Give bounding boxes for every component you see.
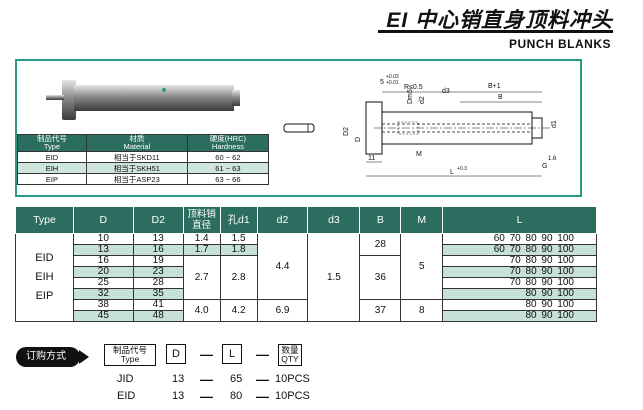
dim-tol-top: +0.03 bbox=[386, 74, 399, 80]
dim-dm5: Dm5 bbox=[407, 89, 414, 104]
dim-g: G bbox=[542, 163, 547, 170]
spec-header-l: L bbox=[442, 206, 597, 234]
example-type: JID bbox=[117, 373, 134, 385]
order-dash: — bbox=[256, 347, 269, 362]
dim-d2: d2 bbox=[419, 96, 426, 104]
order-dash: — bbox=[200, 372, 213, 387]
spec-header-d2: D2 bbox=[132, 206, 184, 234]
dim-d-outer: D bbox=[355, 137, 362, 142]
punch-photo bbox=[46, 80, 240, 120]
table-row: 45 48 80 90 100 bbox=[16, 310, 597, 322]
mat-header-hardness: 硬度(HRC)Hardness bbox=[186, 134, 270, 152]
dim-m: M bbox=[416, 151, 422, 158]
spec-header-b: B bbox=[359, 206, 402, 234]
dim-d3: d3 bbox=[442, 88, 450, 95]
table-row: 16 19 2.7 2.8 36 70 80 90 100 bbox=[16, 255, 597, 300]
page-title: EI 中心销直身顶料冲头 bbox=[386, 9, 613, 32]
example-qty: 10PCS bbox=[275, 373, 310, 385]
spec-header-pin: 顶料销直径 bbox=[182, 206, 221, 234]
dim-l: L bbox=[450, 169, 454, 176]
example-type: EID bbox=[117, 390, 136, 402]
order-dash: — bbox=[256, 389, 269, 404]
order-dash: — bbox=[256, 372, 269, 387]
dim-l-tol: +0.3 bbox=[457, 166, 467, 172]
table-row: 38 41 4.0 4.2 6.9 37 8 80 90 100 bbox=[16, 299, 597, 322]
dim-five: 5 bbox=[380, 79, 384, 86]
example-d: 13 bbox=[172, 390, 185, 402]
table-row: 32 35 80 90 100 bbox=[16, 288, 597, 300]
spec-header-m: M bbox=[400, 206, 444, 234]
order-d-box: D bbox=[166, 344, 186, 364]
dim-b1: B+1 bbox=[488, 83, 501, 90]
table-row: 20 23 70 80 90 100 bbox=[16, 266, 597, 278]
spec-header-type: Type bbox=[15, 206, 74, 234]
spec-header-d3: d3 bbox=[307, 206, 361, 234]
order-method-badge: 订购方式 bbox=[16, 347, 89, 367]
spec-header-d2b: d2 bbox=[256, 206, 309, 234]
order-dash: — bbox=[200, 389, 213, 404]
page-subtitle: PUNCH BLANKS bbox=[509, 37, 611, 51]
order-dash: — bbox=[200, 347, 213, 362]
dim-d1: d1 bbox=[551, 120, 558, 128]
example-qty: 10PCS bbox=[275, 390, 310, 402]
example-d: 13 bbox=[172, 373, 185, 385]
dim-d2-outer: D2 bbox=[343, 127, 350, 136]
example-l: 80 bbox=[230, 390, 243, 402]
table-row: 25 28 70 80 90 100 bbox=[16, 277, 597, 289]
dim-eleven: 11 bbox=[368, 155, 375, 162]
spec-header-hole: 孔d1 bbox=[219, 206, 258, 234]
table-row: 13 16 1.7 1.8 60 70 80 90 100 bbox=[16, 244, 597, 256]
dim-a16: 1.6 bbox=[548, 156, 557, 162]
dim-tol-bot: +0.01 bbox=[386, 80, 399, 86]
dim-radius: R≤0.5 bbox=[404, 84, 423, 91]
technical-drawing: B+1 B 5 +0.03 +0.01 R≤0.5 Dm5 d2 d3 d1 D… bbox=[283, 74, 558, 177]
spec-header-d: D bbox=[72, 206, 134, 234]
example-l: 65 bbox=[230, 373, 243, 385]
order-l-box: L bbox=[222, 344, 242, 364]
dim-b: B bbox=[498, 94, 503, 101]
title-rule bbox=[378, 30, 613, 33]
